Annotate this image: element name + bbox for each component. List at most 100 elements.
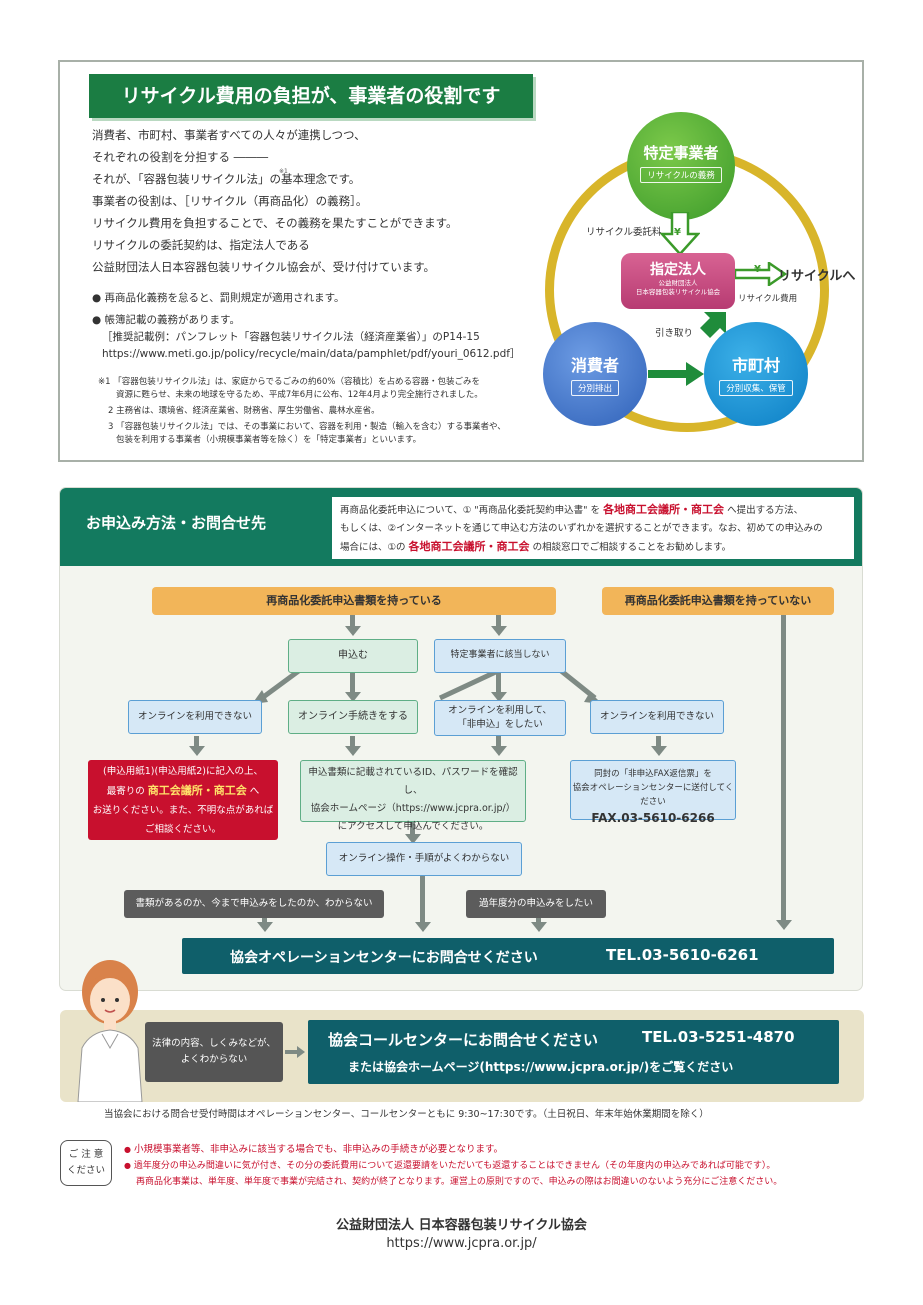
designated-title: 指定法人: [650, 262, 706, 278]
bullet-detail: ［推奨記載例：パンフレット「容器包装リサイクル法（経済産業省）」のP14-15: [102, 331, 480, 343]
not-applicable-box: 特定事業者に該当しない: [434, 639, 566, 673]
law-question-box: 法律の内容、しくみなどが、 よくわからない: [145, 1022, 283, 1082]
arrow-down-icon: [405, 834, 421, 844]
label-pickup: 引き取り: [655, 328, 694, 339]
intro-line: それぞれの役割を分担する ―――: [92, 150, 269, 164]
section-title-application: お申込み方法・お問合せ先: [86, 514, 267, 532]
branch-connectors: [252, 668, 602, 704]
label-to-recycling: リサイクルへ: [778, 269, 856, 284]
chamber-of-commerce-link: 各地商工会議所・商工会: [603, 503, 725, 516]
arrow-down-icon: [491, 626, 507, 636]
label-recycle-fee: リサイクル委託料: [586, 227, 662, 238]
connector: [350, 736, 355, 748]
fee-arrow-icon: [660, 212, 700, 256]
online-unclear-box: オンライン操作・手順がよくわからない: [326, 842, 522, 876]
unknown-status-box: 書類があるのか、今まで申込みをしたのか、わからない: [124, 890, 384, 918]
arrow-down-icon: [776, 920, 792, 930]
intro-line: リサイクル費用を負担することで、その義務を果たすことができます。: [92, 216, 458, 230]
connector: [350, 614, 355, 628]
apply-box: 申込む: [288, 639, 418, 673]
bubble-tag: 分別収集、保管: [719, 380, 793, 396]
arrow-down-icon: [345, 626, 361, 636]
connector: [781, 614, 786, 922]
bubble-title: 市町村: [731, 356, 780, 375]
bullet-list: ● 再商品化義務を怠ると、罰則規定が適用されます。 ● 帳簿記載の義務があります…: [92, 290, 532, 363]
operation-center-label: 協会オペレーションセンターにお問合せください: [230, 950, 538, 966]
homepage-notice[interactable]: または協会ホームページ(https://www.jcpra.or.jp/)をご覧…: [348, 1060, 734, 1074]
call-center-tel[interactable]: TEL.03-5251-4870: [642, 1028, 795, 1046]
arrow-down-icon: [491, 692, 507, 702]
connector: [262, 918, 267, 924]
bullet-detail-url: https://www.meti.go.jp/policy/recycle/ma…: [102, 348, 521, 360]
intro-line: それが、「容器包装リサイクル法」の基本理念です。: [92, 172, 361, 186]
person-illustration-icon: [77, 960, 143, 1102]
specified-business-bubble: 特定事業者 リサイクルの義務: [627, 112, 735, 220]
chamber-of-commerce-link: 各地商工会議所・商工会: [408, 540, 530, 553]
intro-line: 消費者、市町村、事業者すべての人々が連携しつつ、: [92, 128, 366, 142]
intro-paragraph: 消費者、市町村、事業者すべての人々が連携しつつ、 それぞれの役割を分担する ――…: [92, 124, 532, 278]
designated-corporation-box: 指定法人 公益財団法人 日本容器包装リサイクル協会: [621, 253, 735, 309]
pickup-arrow-icon: [700, 312, 726, 338]
arrow-down-icon: [415, 922, 431, 932]
consumer-bubble: 消費者 分別排出: [543, 322, 647, 426]
no-documents-box: 再商品化委託申込書類を持っていない: [602, 587, 834, 615]
intro-line: リサイクルの委託契約は、指定法人である: [92, 238, 310, 252]
arrow-right-icon: [285, 1046, 305, 1058]
arrow-down-icon: [491, 746, 507, 756]
caution-item: 再商品化事業は、単年度、単年度で事業が完結され、契約が終了となります。運営上の原…: [136, 1177, 783, 1187]
connector: [420, 876, 425, 924]
footnote-marker: ※1: [279, 168, 288, 175]
operation-center-bar: 協会オペレーションセンターにお問合せください TEL.03-5610-6261: [182, 938, 834, 974]
label-recycle-cost: リサイクル費用: [738, 294, 798, 304]
call-center-bar: 協会コールセンターにお問合せください TEL.03-5251-4870 または協…: [308, 1020, 839, 1084]
paper-application-box: (申込用紙1)(申込用紙2)に記入の上、 最寄りの 商工会議所・商工会 へ お送…: [88, 760, 278, 840]
footnote: 包装を利用する事業者（小規模事業者等を除く）を「特定事業者」といいます。: [116, 435, 422, 445]
arrow-down-icon: [345, 692, 361, 702]
caution-item: ● 過年度分の申込み間違いに気が付き、その分の委託費用について返還要請をいただい…: [124, 1161, 776, 1171]
association-homepage-link[interactable]: 協会ホームページ（https://www.jcpra.or.jp/）: [310, 803, 516, 814]
fax-number: FAX.03-5610-6266: [591, 811, 715, 825]
connector: [536, 918, 541, 924]
caution-list: ● 小規模事業者等、非申込みに該当する場合でも、非申込みの手続きが必要となります…: [124, 1142, 869, 1190]
connector: [194, 736, 199, 748]
footer-org-name: 公益財団法人 日本容器包装リサイクル協会: [336, 1218, 587, 1233]
connector: [496, 736, 501, 748]
consumer-to-municipality-arrow-icon: [648, 362, 704, 386]
footnote: 3 「容器包装リサイクル法」では、その事業において、容器を利用・製造（輸入を含む…: [108, 422, 506, 432]
intro-line: もしくは、②インターネットを通じて申込む方法のいずれかを選択することができます。…: [340, 523, 823, 534]
footnote: 資源に甦らせ、未来の地球を守るため、平成7年6月に公布、12年4月より完全施行さ…: [116, 390, 483, 400]
online-nonapply-box: オンラインを利用して、 「非申込」をしたい: [434, 700, 566, 736]
bubble-title: 特定事業者: [643, 144, 719, 162]
operation-center-tel[interactable]: TEL.03-5610-6261: [606, 946, 759, 964]
yen-icon: ¥: [754, 264, 761, 275]
footnote: ※1 「容器包装リサイクル法」は、家庭からでるごみの約60%（容積比）を占める容…: [98, 377, 480, 387]
section-title-recycling-cost: リサイクル費用の負担が、事業者の役割です: [89, 74, 533, 118]
past-year-box: 過年度分の申込みをしたい: [466, 890, 606, 918]
fax-instructions-box: 同封の「非申込FAX返信票」を 協会オペレーションセンターに送付してください F…: [570, 760, 736, 825]
arrow-down-icon: [257, 922, 273, 932]
footnote: 2 主務省は、環境省、経済産業省、財務省、厚生労働省、農林水産省。: [108, 406, 380, 416]
footer-url[interactable]: https://www.jcpra.or.jp/: [386, 1236, 537, 1251]
yen-icon: ¥: [674, 227, 681, 238]
office-hours: 当協会における問合せ受付時間はオペレーションセンター、コールセンターともに 9:…: [104, 1109, 709, 1120]
footnotes: ※1 「容器包装リサイクル法」は、家庭からでるごみの約60%（容積比）を占める容…: [98, 376, 538, 447]
arrow-down-icon: [345, 746, 361, 756]
connector: [350, 672, 355, 694]
caution-item: ● 小規模事業者等、非申込みに該当する場合でも、非申込みの手続きが必要となります…: [124, 1144, 503, 1155]
recycle-out-arrow-icon: [735, 262, 787, 286]
application-intro: 再商品化委託申込について、① "再商品化委託契約申込書" を 各地商工会議所・商…: [332, 497, 854, 559]
online-unavailable-box-2: オンラインを利用できない: [590, 700, 724, 734]
bubble-tag: リサイクルの義務: [640, 167, 722, 183]
online-id-instructions-box: 申込書類に記載されているID、パスワードを確認し、 協会ホームページ（https…: [300, 760, 526, 832]
bullet-item: ● 帳簿記載の義務があります。: [92, 314, 240, 326]
chamber-of-commerce-link: 商工会議所・商工会: [147, 784, 247, 797]
bubble-tag: 分別排出: [570, 380, 619, 396]
online-procedure-box: オンライン手続きをする: [288, 700, 418, 734]
designated-sub: 公益財団法人: [658, 279, 698, 287]
bubble-title: 消費者: [570, 356, 619, 375]
arrow-down-icon: [531, 922, 547, 932]
have-documents-box: 再商品化委託申込書類を持っている: [152, 587, 556, 615]
connector: [496, 614, 501, 628]
arrow-down-icon: [651, 746, 667, 756]
designated-sub: 日本容器包装リサイクル協会: [635, 288, 721, 296]
